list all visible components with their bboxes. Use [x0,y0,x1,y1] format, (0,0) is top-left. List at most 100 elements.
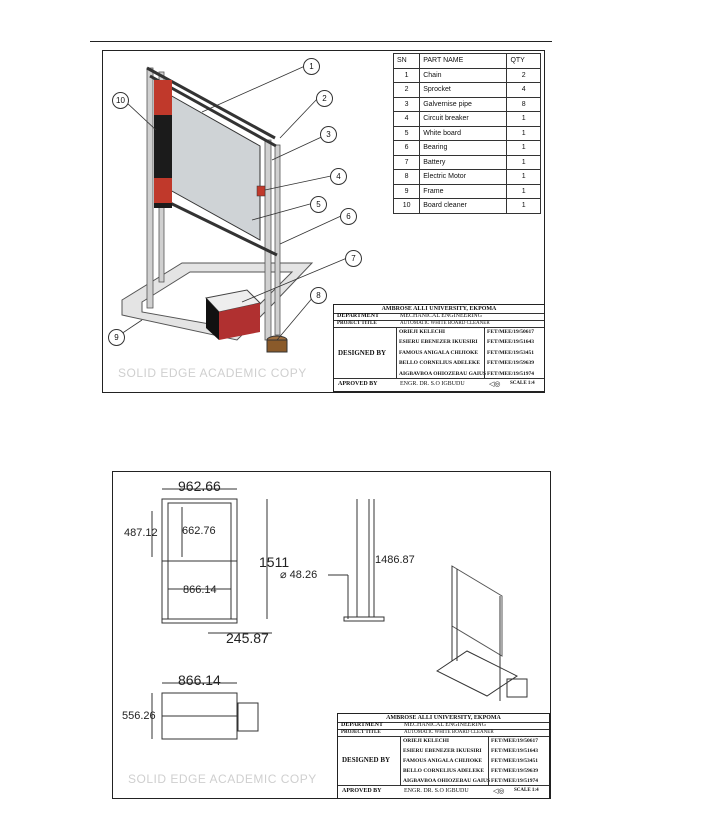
approval-row: APROVED BY ENGR. DR. S.O IGBUDU ◁◎ SCALE… [338,785,549,798]
project-value: AUTOMATIC WHITE BOARD CLEANER [400,321,490,326]
scale-label: SCALE 1:4 [510,381,535,386]
designer-matric: FET/MEE/19/50617 [488,736,538,746]
callout-10: 10 [112,92,129,109]
approved-label: APROVED BY [338,381,378,387]
designer-matric: FET/MEE/19/59639 [488,766,538,776]
cell-sn: 6 [392,140,421,156]
project-value: AUTOMATIC WHITE BOARD CLEANER [404,730,494,735]
battery [205,289,261,340]
university-name: AMBROSE ALLI UNIVERSITY, EKPOMA [334,305,544,314]
approver-name: ENGR. DR. S.O IGBUDU [400,381,465,387]
header-rule [90,41,552,42]
department-label: DEPARTMENT [337,313,380,319]
department-row: DEPARTMENT MECHANICAL ENGINEERING [338,722,549,730]
cell-qty: 8 [506,96,541,112]
callout-1: 1 [303,58,320,75]
project-row: PROJECT TITLE AUTOMATIC WHITE BOARD CLEA… [338,729,549,737]
dim-board-height: 662.76 [182,525,216,537]
department-value: MECHANICAL ENGINEERING [404,722,486,728]
designed-label-cell: DESIGNED BY [334,327,397,379]
cell-qty: 4 [506,82,541,98]
callout-3: 3 [320,126,337,143]
cell-qty: 1 [506,169,541,185]
title-block-1: AMBROSE ALLI UNIVERSITY, EKPOMA DEPARTME… [333,304,545,392]
circuit-breaker [256,185,266,197]
callout-7: 7 [345,250,362,267]
projection-icon: ◁◎ [489,380,501,388]
designed-label-cell: DESIGNED BY [338,736,401,786]
callout-8: 8 [310,287,327,304]
designer-name: FAMOUS ANIGALA CHIJIOKE [403,758,483,764]
cell-sn: 4 [392,111,421,127]
designer-name: BELLO CORNELIUS ADELEKE [399,360,480,367]
dim-total-height: 1511 [259,554,290,570]
designer-row: FAMOUS ANIGALA CHIJIOKE FET/MEE/19/53451 [400,756,549,766]
cell-sn: 1 [392,67,421,83]
electric-motor [266,335,288,353]
cell-part-name: Sprocket [419,82,508,98]
project-label: PROJECT TITLE [337,321,377,326]
cell-qty: 1 [506,183,541,199]
designer-row: BELLO CORNELIUS ADELEKE FET/MEE/19/59639 [400,766,549,776]
dim-inner-width: 866.14 [183,584,217,596]
cell-part-name: Bearing [419,140,508,156]
callout-2: 2 [316,90,333,107]
assembly-drawing [117,65,348,353]
department-value: MECHANICAL ENGINEERING [400,313,482,319]
cell-part-name: Battery [419,154,508,170]
title-block-2: AMBROSE ALLI UNIVERSITY, EKPOMA DEPARTME… [337,713,550,799]
designed-label: DESIGNED BY [338,349,387,357]
dim-side-height: 487.12 [124,527,158,539]
watermark: SOLID EDGE ACADEMIC COPY [118,366,307,380]
cell-qty: 1 [506,125,541,141]
cell-part-name: White board [419,125,508,141]
cell-sn: 2 [392,82,421,98]
designer-matric: FET/MEE/19/53451 [488,756,538,766]
dim-top-width: 866.14 [178,672,221,688]
designer-matric: FET/MEE/19/50617 [484,327,534,338]
cell-qty: 2 [506,67,541,83]
designer-name: BELLO CORNELIUS ADELEKE [403,768,484,774]
projection-icon: ◁◎ [493,787,505,795]
board-cleaner [154,80,172,208]
dim-pipe-length: 1486.87 [375,554,415,566]
cell-qty: 1 [506,154,541,170]
callout-leaders [117,65,348,341]
scale-label: SCALE 1:4 [514,788,539,793]
dim-base-depth: 245.87 [226,630,269,646]
dim-pipe-diameter: ⌀ 48.26 [280,569,318,581]
callout-9: 9 [108,329,125,346]
cell-sn: 10 [392,198,421,214]
whiteboard [169,94,261,241]
designer-matric: FET/MEE/19/53451 [484,347,534,359]
designed-label: DESIGNED BY [342,756,391,764]
cell-part-name: Galvernise pipe [419,96,508,112]
cell-part-name: Electric Motor [419,169,508,185]
cell-part-name: Board cleaner [419,198,508,214]
approval-row: APROVED BY ENGR. DR. S.O IGBUDU ◁◎ SCALE… [334,378,544,391]
header-sn: SN [392,53,421,69]
cell-qty: 1 [506,111,541,127]
designer-name: ESIERU EBENEZER IKUESIRI [399,339,478,346]
orthographic-drawing [151,488,528,740]
dim-top-depth: 556.26 [122,710,156,722]
designer-name: AIGBAVBOA OHIOZEBAU GAIUS [403,778,491,784]
cell-sn: 8 [392,169,421,185]
cell-sn: 3 [392,96,421,112]
